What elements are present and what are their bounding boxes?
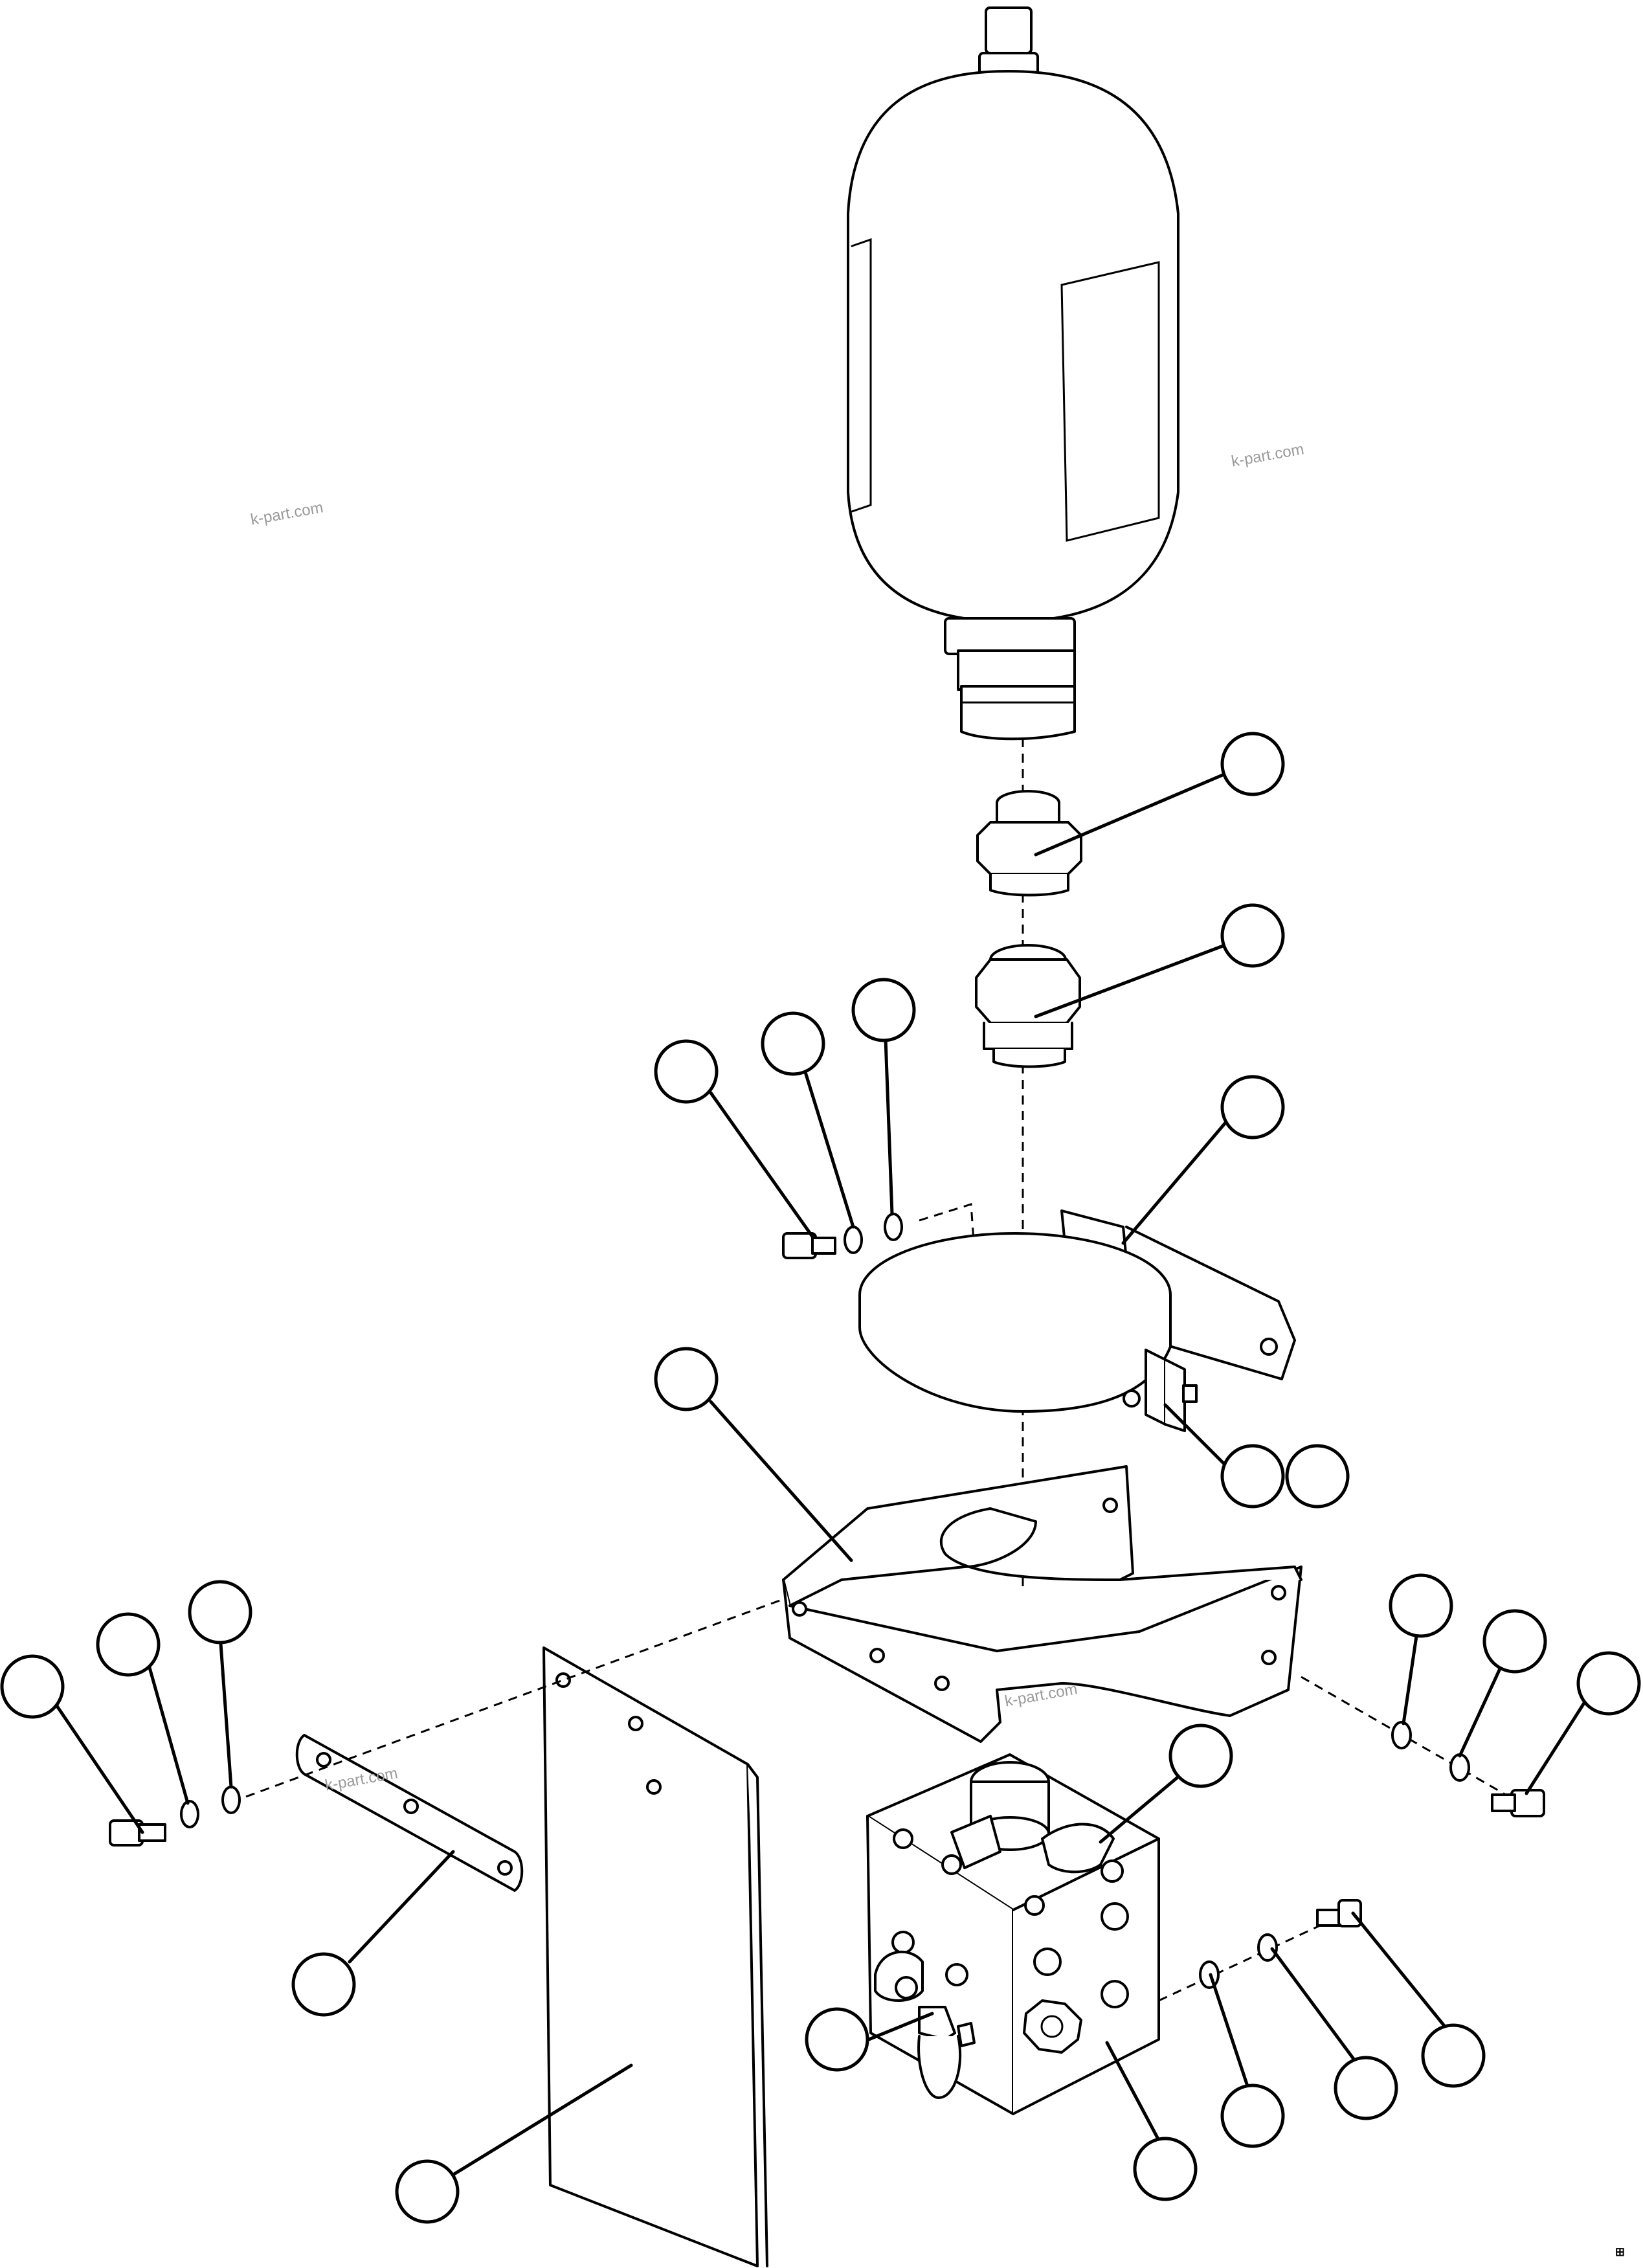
callout-balloon — [291, 1952, 356, 2017]
leader-lines — [55, 769, 1594, 2181]
callout-balloon — [1482, 1609, 1547, 1674]
union-fitting — [975, 944, 1081, 1068]
callout-balloon — [395, 2159, 460, 2224]
sheet-reference-mark: ⊞ — [1615, 2245, 1625, 2258]
callout-balloon — [1220, 732, 1285, 796]
callout-balloon — [0, 1654, 65, 1719]
accumulator — [847, 6, 1179, 741]
callout-balloon — [1220, 1075, 1285, 1140]
callout-balloon — [1576, 1651, 1641, 1716]
back-plate — [542, 1646, 768, 2267]
callout-balloon — [851, 978, 916, 1042]
callout-balloon — [805, 2007, 869, 2072]
callout-balloon — [1220, 2083, 1285, 2148]
callout-balloons — [0, 732, 1641, 2224]
adapter-fitting — [976, 790, 1082, 897]
left-bolt-set — [109, 1598, 784, 1847]
callout-balloon — [1421, 2023, 1486, 2088]
callout-balloon — [1285, 1444, 1350, 1509]
callout-balloon — [1220, 903, 1285, 968]
callout-balloon — [1133, 2137, 1198, 2201]
callout-balloon — [654, 1347, 719, 1411]
flat-strap — [295, 1734, 524, 1892]
mounting-bracket — [782, 1465, 1302, 1743]
valve-block — [866, 1753, 1160, 2115]
clamp-band — [858, 1209, 1296, 1432]
callout-balloon — [761, 1011, 825, 1076]
callout-balloon — [1334, 2056, 1398, 2120]
callout-balloon — [654, 1039, 719, 1104]
callout-balloon — [1168, 1723, 1233, 1788]
right-bolt-set — [1301, 1676, 1545, 1817]
callout-balloon — [96, 1612, 161, 1677]
callout-balloon — [188, 1580, 252, 1645]
lower-right-bolt-set — [1158, 1899, 1362, 2002]
callout-balloon — [1220, 1444, 1285, 1509]
callout-balloon — [1389, 1573, 1453, 1638]
